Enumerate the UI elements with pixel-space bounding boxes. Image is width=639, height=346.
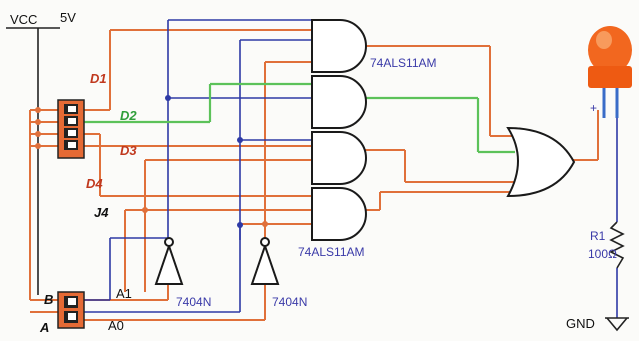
d1-label: D1 — [90, 71, 107, 86]
and-part-top-label: 74ALS11AM — [370, 56, 437, 70]
and-gate-2 — [311, 75, 367, 129]
r1-label: R1 — [590, 229, 606, 243]
vcc-label: VCC — [10, 12, 37, 27]
select-switch[interactable] — [57, 291, 85, 329]
inverter-left-label: 7404N — [176, 295, 211, 309]
and-gate-3 — [311, 131, 367, 185]
junction-dots — [35, 95, 268, 228]
or-gate — [506, 126, 576, 198]
r1-value-label: 100Ω — [588, 247, 617, 261]
select-b-label: B — [44, 292, 53, 307]
led-plus-label: + — [590, 101, 597, 115]
select-a1-label: A1 — [116, 286, 132, 301]
select-a-label: A — [39, 320, 49, 335]
dip-switch-j4[interactable] — [57, 99, 85, 159]
ground-icon — [605, 317, 629, 332]
d3-label: D3 — [120, 143, 137, 158]
d2-wire — [82, 82, 515, 154]
and-gate-4 — [311, 187, 367, 241]
inverter-right-label: 7404N — [272, 295, 307, 309]
inverter-left — [154, 237, 184, 285]
d4-label: D4 — [86, 176, 103, 191]
and-part-bottom-label: 74ALS11AM — [298, 245, 365, 259]
and-gate-1 — [311, 19, 367, 73]
gnd-label: GND — [566, 316, 595, 331]
resistor-icon — [609, 221, 625, 269]
led-icon — [588, 26, 632, 118]
select-a0-label: A0 — [108, 318, 124, 333]
vcc-value-label: 5V — [60, 10, 76, 25]
inverter-right — [250, 237, 280, 285]
j4-label: J4 — [94, 205, 109, 220]
vcc-wires — [6, 27, 599, 321]
d2-label: D2 — [120, 108, 137, 123]
select-wires — [82, 19, 618, 318]
